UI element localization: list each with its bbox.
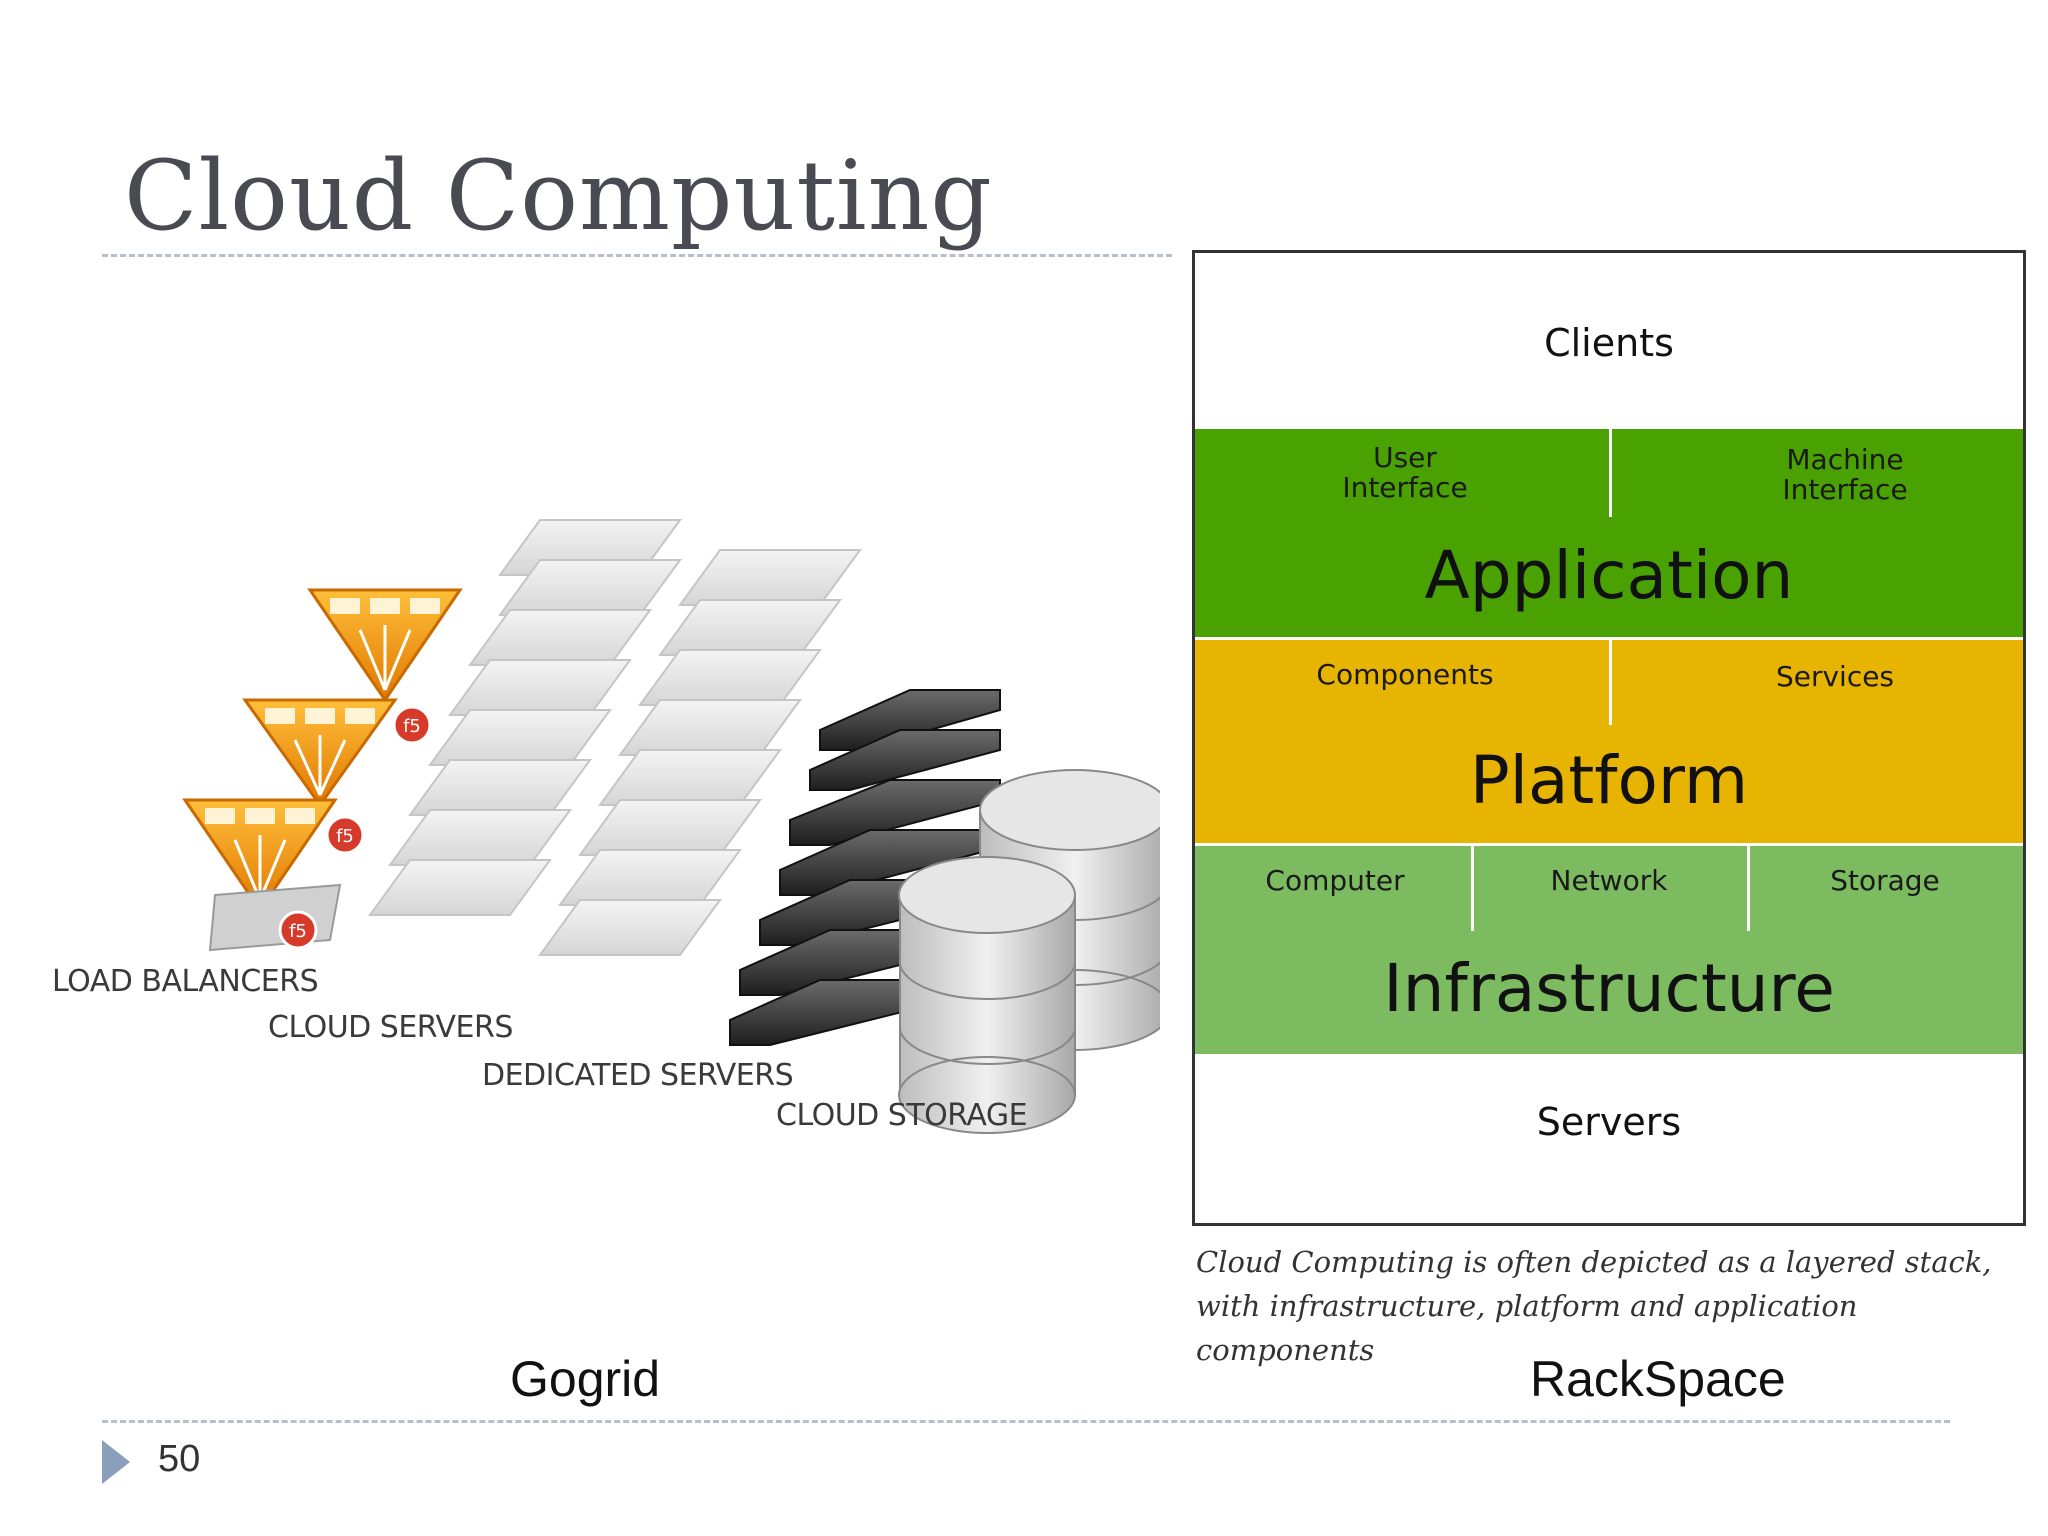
services-label: Services xyxy=(1775,660,1895,693)
layer-separator xyxy=(1195,843,2023,846)
layer-infrastructure: Computer Network Storage Infrastructure xyxy=(1195,846,2023,1054)
load-balancer-3 xyxy=(182,798,338,913)
play-triangle-icon xyxy=(102,1440,130,1484)
f5-badge-3: f5 xyxy=(278,910,318,950)
components-label: Components xyxy=(1316,658,1494,691)
layer-servers: Servers xyxy=(1195,1054,2023,1223)
caption-gogrid: Gogrid xyxy=(510,1351,661,1407)
cloud-storage-cylinders xyxy=(898,769,1160,1134)
application-title: Application xyxy=(1424,537,1794,614)
page-number: 50 xyxy=(158,1438,201,1480)
user-interface-label: User Interface xyxy=(1342,441,1468,504)
label-load-balancers: LOAD BALANCERS xyxy=(52,964,319,999)
layer-platform: Components Services Platform xyxy=(1195,640,2023,843)
f5-badge-1: f5 xyxy=(392,705,432,745)
cloud-server-stack-back xyxy=(368,519,862,956)
footer-divider xyxy=(102,1420,1950,1423)
network-label: Network xyxy=(1550,864,1668,897)
storage-label: Storage xyxy=(1830,864,1940,897)
infrastructure-divider-2 xyxy=(1747,846,1750,931)
cloud-stack-diagram: Clients User Interface Machine Interface… xyxy=(1192,250,2026,1226)
layer-application: User Interface Machine Interface Applica… xyxy=(1195,429,2023,637)
clients-label: Clients xyxy=(1544,321,1674,365)
computer-label: Computer xyxy=(1265,864,1405,897)
svg-text:f5: f5 xyxy=(336,826,354,847)
label-cloud-storage: CLOUD STORAGE xyxy=(776,1098,1028,1133)
svg-text:f5: f5 xyxy=(403,716,421,737)
servers-label: Servers xyxy=(1536,1100,1682,1144)
load-balancer-1 xyxy=(307,588,463,703)
infrastructure-title: Infrastructure xyxy=(1383,950,1835,1027)
infrastructure-divider-1 xyxy=(1471,846,1474,931)
label-dedicated-servers: DEDICATED SERVERS xyxy=(482,1058,794,1093)
application-divider xyxy=(1609,429,1612,517)
layer-clients: Clients xyxy=(1195,253,2023,429)
platform-title: Platform xyxy=(1469,742,1749,819)
svg-text:f5: f5 xyxy=(289,921,307,942)
label-cloud-servers: CLOUD SERVERS xyxy=(268,1010,513,1045)
f5-badge-2: f5 xyxy=(325,815,365,855)
stack-description: Cloud Computing is often depicted as a l… xyxy=(1196,1245,1992,1367)
load-balancer-stack: f5 f5 f5 xyxy=(182,588,463,952)
slide-title: Cloud Computing xyxy=(124,140,993,252)
title-divider xyxy=(102,254,1172,257)
machine-interface-label: Machine Interface xyxy=(1782,443,1908,506)
layer-separator xyxy=(1195,637,2023,640)
load-balancer-2 xyxy=(242,698,398,808)
gogrid-infrastructure-illustration: f5 f5 f5 xyxy=(182,519,1160,1134)
platform-divider xyxy=(1609,640,1612,725)
caption-rackspace: RackSpace xyxy=(1530,1351,1786,1407)
